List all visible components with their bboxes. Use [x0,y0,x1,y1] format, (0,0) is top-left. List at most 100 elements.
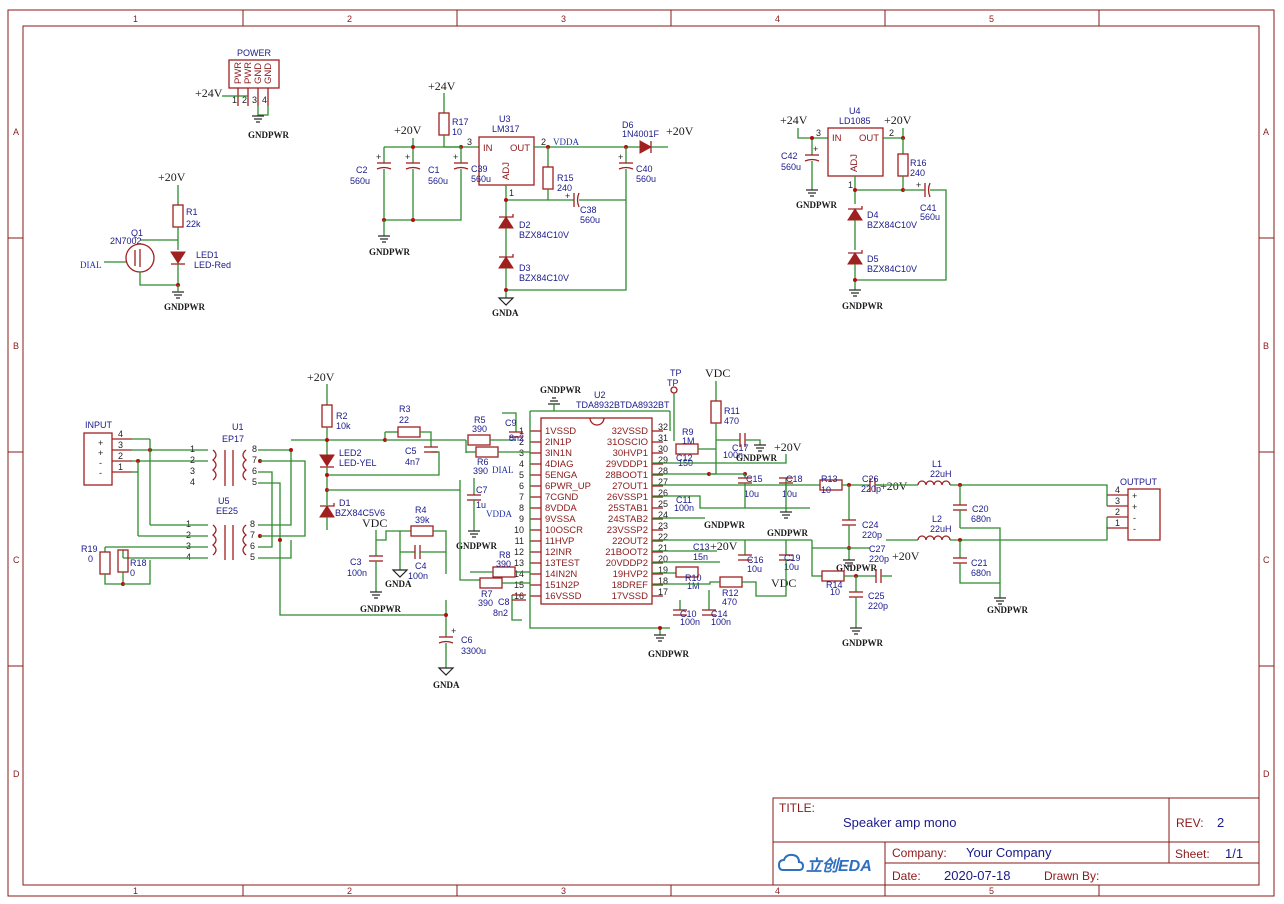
u2-pin-label: 18DREF [612,580,649,591]
svg-text:2: 2 [186,530,191,540]
svg-text:3: 3 [190,466,195,476]
row-label: A [1263,127,1269,137]
r9-value: 1M [682,436,695,446]
net-label-20v: +20V [884,113,912,127]
c10-ref: C10 [680,609,697,619]
u2-pin-number: 8 [519,503,524,513]
u2-pin-number: 22 [658,532,668,542]
c39-ref: C39 [471,164,488,174]
c25-value: 220p [868,601,888,611]
u2-pin-number: 26 [658,488,668,498]
row-label: A [13,127,19,137]
d3-value: BZX84C10V [519,273,569,283]
r16-value: 240 [910,168,925,178]
u2-pin-label: 26VSSP1 [607,492,648,503]
r5-ref: R5 [474,415,486,425]
tp-ref: TP [670,368,682,378]
ld1085-regulator: +24V 3 U4 LD1085 IN OUT ADJ 2 1 +20V R16… [780,106,947,311]
ground-symbol [378,235,390,243]
drawn-by-label: Drawn By: [1044,869,1099,883]
d4-body [847,208,863,221]
led2-value: LED-YEL [339,458,377,468]
led1-ref: LED1 [196,250,219,260]
col-label: 4 [775,14,780,24]
c10-value: 100n [680,617,700,627]
sheet-title: Speaker amp mono [843,815,956,830]
pin-number: 1 [848,180,853,190]
col-label: 5 [989,14,994,24]
r6-body [475,446,499,458]
row-label: C [1263,555,1270,565]
c17-value: 100n [723,450,743,460]
ground-symbol [843,559,855,567]
c19-value: 10u [784,562,799,572]
col-label: 3 [561,14,566,24]
svg-text:3: 3 [186,541,191,551]
c16-ref: C16 [747,555,764,565]
output-filter: R13 10 C26 220p +20V C24 220p GNDPWR R14… [786,459,1161,648]
logo-text: 立创EDA [806,857,872,875]
u2-pin-number: 32 [658,422,668,432]
svg-text:+: + [618,152,623,162]
r8-value: 390 [496,559,511,569]
net-label-gndpwr: GNDPWR [842,301,883,311]
svg-text:5: 5 [252,477,257,487]
c40-value: 560u [636,174,656,184]
pin-number: 4 [262,95,267,105]
pin-number: 1 [232,95,237,105]
net-label-gndpwr: GNDPWR [248,130,289,140]
u2-pin-number: 7 [519,492,524,502]
u2-pin-label: 10OSCR [545,525,583,536]
d1-value: BZX84C5V6 [335,508,385,518]
net-label-24v: +24V [428,79,456,93]
pin-number: 3 [252,95,257,105]
gnda-symbol [391,569,409,578]
d2-body [498,216,514,229]
d5-ref: D5 [867,254,879,264]
pin-number: 2 [541,137,546,147]
input-connector-body [83,432,113,486]
r4-body [410,525,434,537]
c6-value: 3300u [461,646,486,656]
net-label-gndpwr: GNDPWR [736,453,777,463]
svg-text:+: + [1132,502,1137,512]
c11-ref: C11 [676,495,692,505]
c14-value: 100n [711,617,731,627]
row-label: C [13,555,20,565]
svg-text:+: + [916,180,921,190]
net-label-gndpwr: GNDPWR [842,638,883,648]
r13-value: 10 [821,485,831,495]
d5-body [847,252,863,265]
u2-pin-label: 23VSSP2 [607,525,648,536]
c4-value: 100n [408,571,428,581]
u2-pin-number: 25 [658,499,668,509]
r5-body [467,434,491,446]
c24-ref: C24 [862,520,879,530]
d2-value: BZX84C10V [519,230,569,240]
c8-value: 8n2 [493,608,508,618]
r17-body [438,112,450,136]
c16-value: 10u [747,564,762,574]
r6-ref: R6 [477,457,489,467]
c5-ref: C5 [405,446,417,456]
r4-value: 39k [415,515,430,525]
c12-ref: C12 [676,453,693,463]
r12-body [719,576,743,588]
c41-value: 560u [920,212,940,222]
ground-symbol [548,397,560,405]
d3-ref: D3 [519,263,531,273]
c27-ref: C27 [869,544,886,554]
net-label-gndpwr: GNDPWR [648,649,689,659]
tp-value: TP [667,378,679,388]
c2-value: 560u [350,176,370,186]
r2-value: 10k [336,421,351,431]
u2-value: TDA8932BTDA8932BT [576,400,670,410]
u2-pin-label: 151N2P [545,580,579,591]
c13-ref: C13 [693,542,710,552]
col-label: 5 [989,886,994,896]
r7-body [479,577,503,589]
u2-pin-number: 17 [658,587,668,597]
u2-pin-label: 25STAB1 [608,503,648,514]
svg-text:+: + [1132,491,1137,501]
